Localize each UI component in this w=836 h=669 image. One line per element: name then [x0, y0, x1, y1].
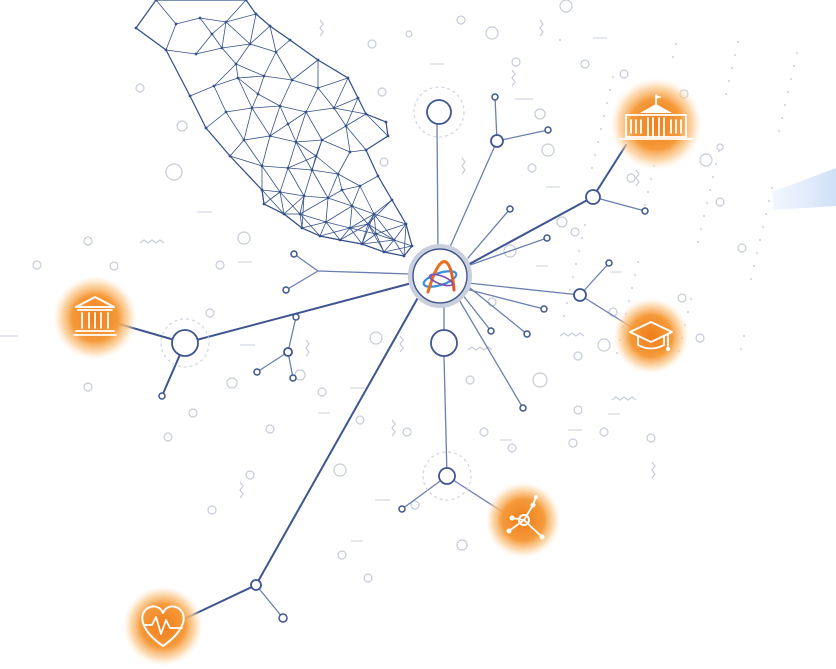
hub-node	[408, 244, 472, 308]
education-node[interactable]	[613, 298, 689, 374]
atom-logo-icon	[422, 260, 458, 294]
network-nodes-icon	[506, 495, 545, 540]
heart-pulse-icon	[141, 605, 185, 647]
edges	[111, 96, 646, 629]
government-building-icon	[619, 94, 693, 140]
bank-icon	[73, 296, 117, 336]
government-node[interactable]	[610, 78, 702, 170]
junction-points	[158, 93, 649, 623]
light-beam	[772, 168, 836, 210]
healthcare-node[interactable]	[123, 586, 203, 666]
graduation-cap-icon	[629, 321, 673, 351]
node-halos	[160, 86, 472, 501]
network-node[interactable]	[485, 482, 561, 558]
banking-node[interactable]	[53, 276, 137, 360]
wireframe-hand-icon	[134, 0, 414, 258]
